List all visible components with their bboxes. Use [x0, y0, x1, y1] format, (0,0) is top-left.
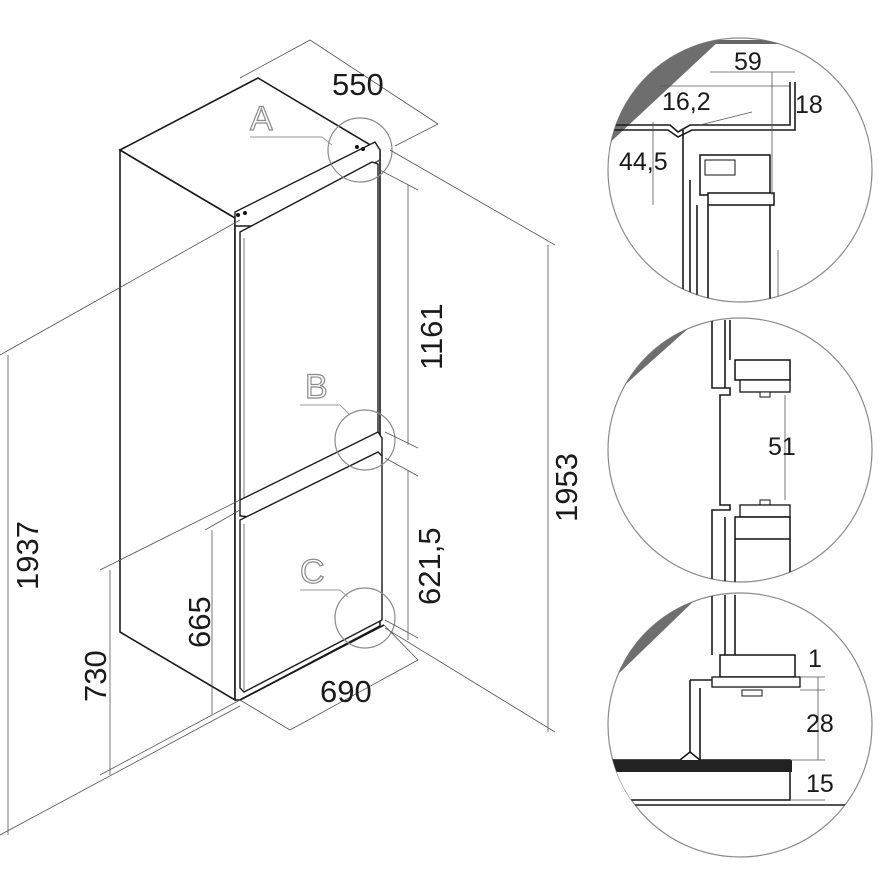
hinge-screw-icon [243, 211, 247, 215]
detail-a-tab: A [606, 46, 621, 71]
zoom-marker-c [334, 587, 396, 649]
callout-c-label: C [300, 553, 325, 591]
detail-b: B 51 [607, 317, 873, 583]
dim-depth: 550 [332, 67, 384, 102]
dim-upper-door-height: 1161 [414, 303, 449, 370]
callout-a-label: A [250, 100, 273, 138]
lower-door [239, 451, 383, 693]
dim-a-18: 18 [795, 91, 823, 119]
dim-a-16-2: 16,2 [662, 88, 711, 116]
hinge-screw-icon [236, 213, 240, 217]
dimension-lines [0, 39, 556, 836]
dim-overall-height-right: 1953 [549, 453, 584, 522]
dim-width: 690 [320, 674, 372, 709]
detail-a: A 59 16,2 18 44,5 [606, 37, 873, 303]
dim-c-15: 15 [806, 770, 834, 798]
dim-lower-section-height: 665 [182, 596, 217, 648]
zoom-marker-a [327, 117, 393, 183]
hinge-screw-icon [361, 147, 365, 151]
dim-a-44-5: 44,5 [619, 148, 668, 176]
callout-b-label: B [305, 368, 328, 406]
dim-c-1: 1 [808, 645, 822, 673]
dim-lower-door-height: 621,5 [412, 527, 447, 605]
dim-base-height: 730 [78, 650, 113, 702]
dim-c-28: 28 [806, 710, 834, 738]
dim-a-59: 59 [734, 48, 762, 76]
detail-b-tab: B [616, 332, 631, 357]
hinge-screw-icon [355, 145, 359, 149]
dim-b-51: 51 [768, 433, 796, 461]
zoom-marker-b [334, 409, 396, 471]
cabinet-drawing [118, 77, 385, 702]
detail-c: C 1 28 15 [607, 592, 873, 858]
detail-c-tab: C [618, 600, 634, 625]
dim-overall-height-left: 1937 [10, 521, 45, 590]
